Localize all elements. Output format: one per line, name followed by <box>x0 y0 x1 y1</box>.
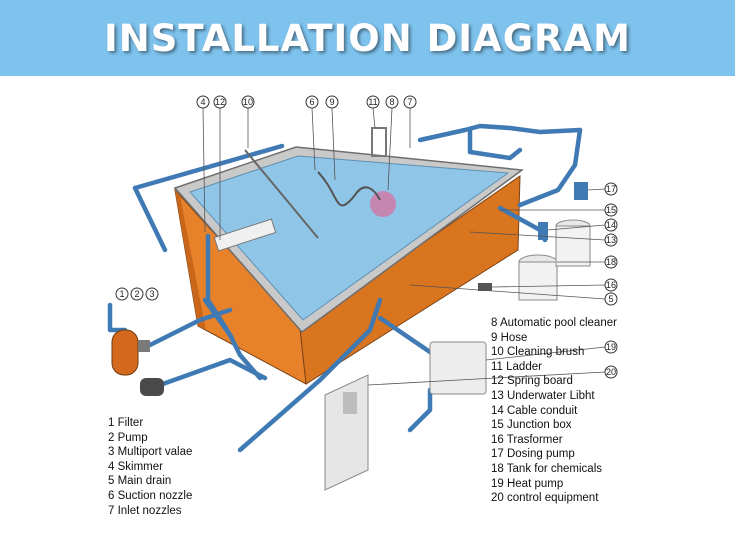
pipe-return-right <box>517 127 583 208</box>
callout-1: 1 <box>115 287 129 301</box>
pipe-filter-top <box>107 302 128 333</box>
automatic-pool-cleaner <box>370 191 396 217</box>
pipe-skimmer-line <box>132 143 285 191</box>
legend-item: 1 Filter <box>108 417 144 429</box>
junction-box <box>538 222 548 240</box>
svg-text:17: 17 <box>606 184 616 194</box>
callout-10: 10 <box>241 95 255 109</box>
pool <box>173 146 525 385</box>
svg-text:9: 9 <box>329 97 334 107</box>
callout-6: 6 <box>305 95 319 109</box>
callout-12: 12 <box>213 95 227 109</box>
callout-18: 18 <box>604 255 618 269</box>
legend-item: 4 Skimmer <box>108 460 163 473</box>
legend-item: 16 Trasformer <box>491 433 563 446</box>
callout-8: 8 <box>385 95 399 109</box>
legend-item: 5 Main drain <box>108 475 172 488</box>
legend-item: 17 Dosing pump <box>491 448 575 461</box>
svg-text:16: 16 <box>606 280 616 290</box>
legend-item: 11 Ladder <box>491 360 542 373</box>
legend-item: 9 Hose <box>491 331 528 344</box>
legend-item: 19 Heat pump <box>491 477 564 490</box>
pipe-left-feed <box>202 297 263 381</box>
legend-item: 6 Suction nozzle <box>108 489 193 502</box>
hose <box>317 171 381 207</box>
svg-text:5: 5 <box>608 294 613 304</box>
installation-diagram: 1 2 3 4 12 10 6 9 11 8 7 17 15 14 13 18 … <box>107 95 618 491</box>
pipe-return-top <box>417 123 583 143</box>
heat-pump <box>429 341 487 395</box>
title-banner: INSTALLATION DIAGRAM <box>0 0 735 76</box>
svg-text:6: 6 <box>309 97 314 107</box>
svg-text:19: 19 <box>606 342 616 352</box>
pipe-heatpump-out <box>407 387 433 433</box>
callout-16: 16 <box>604 278 618 292</box>
legend-item: 2 Pump <box>108 431 148 444</box>
callout-3: 3 <box>145 287 159 301</box>
legend-item: 12 Spring board <box>491 375 573 388</box>
callout-9: 9 <box>325 95 339 109</box>
legend-item: 7 Inlet nozzles <box>108 504 182 517</box>
transformer <box>478 283 492 291</box>
multiport-valve <box>138 340 150 352</box>
ladder <box>371 127 387 157</box>
pipe-left-drop <box>132 185 168 253</box>
callout-7: 7 <box>403 95 417 109</box>
callout-14: 14 <box>604 218 618 232</box>
pool-wall-right <box>299 175 521 385</box>
leader-lines <box>202 107 606 386</box>
svg-text:4: 4 <box>200 97 205 107</box>
legend-item: 13 Underwater Libht <box>491 389 595 402</box>
pump <box>140 378 164 396</box>
callout-2: 2 <box>130 287 144 301</box>
control-equipment <box>324 374 369 491</box>
svg-text:14: 14 <box>606 220 616 230</box>
svg-text:20: 20 <box>606 367 616 377</box>
svg-text:13: 13 <box>606 235 616 245</box>
legend-item: 10 Cleaning brush <box>491 346 585 359</box>
svg-text:11: 11 <box>368 97 377 107</box>
svg-text:2: 2 <box>134 289 139 299</box>
callout-11: 11 <box>366 95 380 109</box>
callout-15: 15 <box>604 203 618 217</box>
svg-text:7: 7 <box>407 97 412 107</box>
page-title: INSTALLATION DIAGRAM <box>103 16 632 60</box>
filter <box>111 329 139 376</box>
pipe-manifold <box>467 127 523 161</box>
legend-item: 15 Junction box <box>491 419 572 432</box>
legend-left: 1 Filter 2 Pump 3 Multiport valae 4 Skim… <box>108 416 192 518</box>
legend-item: 14 Cable conduit <box>491 404 578 417</box>
svg-text:12: 12 <box>215 97 225 107</box>
dosing-pump <box>574 182 588 200</box>
callout-4: 4 <box>196 95 210 109</box>
callout-13: 13 <box>604 233 618 247</box>
pool-wall-side <box>175 190 206 330</box>
svg-text:15: 15 <box>606 205 616 215</box>
pool-water <box>189 155 510 321</box>
pipe-filter-header <box>147 307 233 348</box>
svg-text:10: 10 <box>243 97 253 107</box>
svg-text:8: 8 <box>389 97 394 107</box>
cleaning-brush <box>244 149 319 239</box>
svg-text:1: 1 <box>119 289 124 299</box>
legend-item: 3 Multiport valae <box>108 446 193 459</box>
svg-text:3: 3 <box>149 289 154 299</box>
legend-item: 18 Tank for chemicals <box>491 462 603 475</box>
callout-17: 17 <box>604 182 618 196</box>
svg-text:18: 18 <box>606 257 616 267</box>
equipment <box>111 127 591 491</box>
spring-board <box>213 218 277 252</box>
pipe-drain <box>237 297 383 453</box>
callout-5: 5 <box>604 292 618 306</box>
legend-item: 8 Automatic pool cleaner <box>491 317 617 329</box>
legend-right: 8 Automatic pool cleaner 9 Hose 10 Clean… <box>491 316 617 506</box>
control-panel <box>343 392 357 414</box>
legend-item: 20 control equipment <box>491 492 599 505</box>
chemical-tank-back-body <box>555 225 591 267</box>
pipework <box>107 123 583 453</box>
